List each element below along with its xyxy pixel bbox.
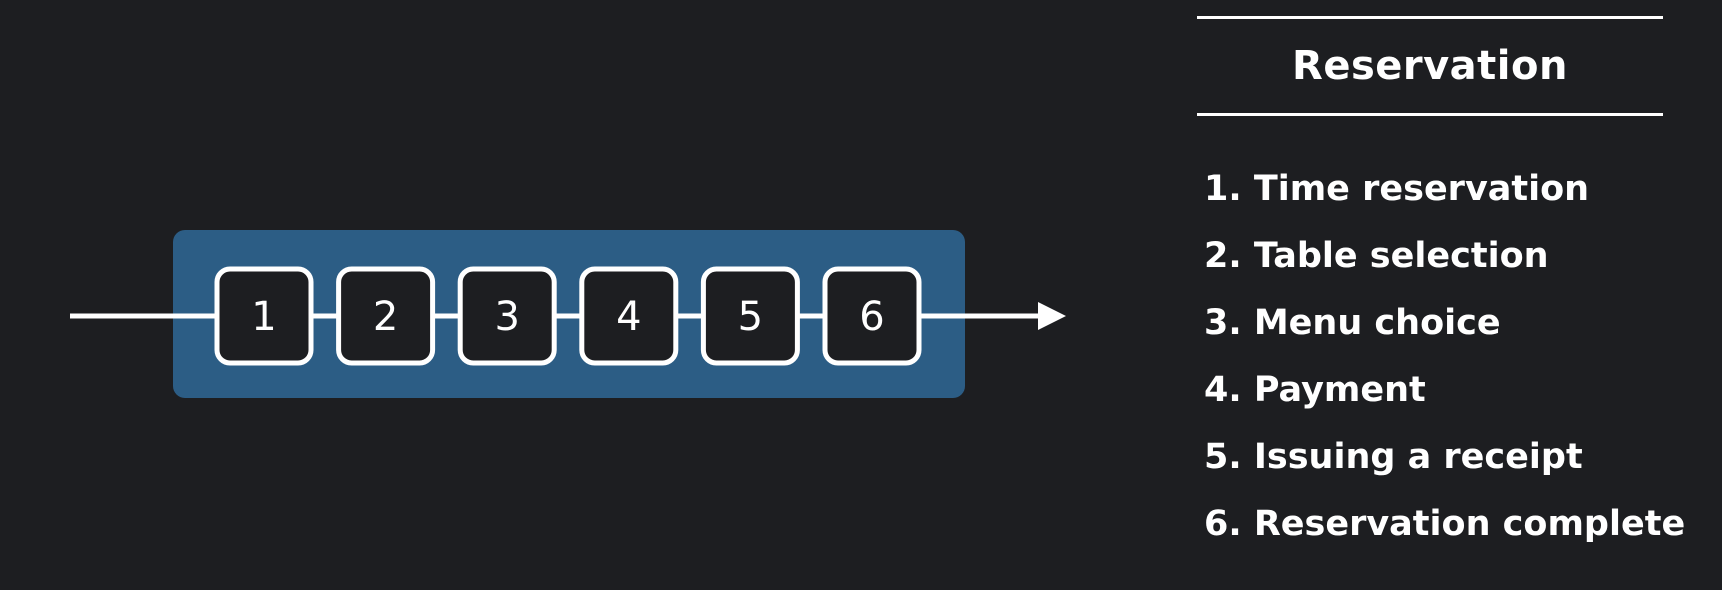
step-box-5: [700, 266, 800, 366]
step-number-2: 2: [373, 294, 398, 340]
step-box-3: [457, 266, 557, 366]
legend-item-number: 6.: [1204, 504, 1242, 544]
step-number-4: 4: [616, 294, 641, 340]
legend-item-5: 5. Issuing a receipt: [1204, 424, 1663, 491]
legend-item-label: Payment: [1253, 370, 1426, 410]
legend-item-2: 2. Table selection: [1204, 223, 1663, 290]
legend-bottom-rule: [1197, 113, 1663, 116]
legend-top-rule: [1197, 16, 1663, 19]
legend-item-3: 3. Menu choice: [1204, 290, 1663, 357]
legend-item-6: 6. Reservation complete: [1204, 491, 1685, 558]
legend-item-number: 2.: [1204, 236, 1242, 276]
step-box-1: [214, 266, 314, 366]
step-box-2: [336, 266, 436, 366]
step-box-6: [822, 266, 922, 366]
legend-item-number: 3.: [1204, 303, 1242, 343]
legend-title: Reservation: [1292, 43, 1568, 89]
legend-item-label: Table selection: [1253, 236, 1549, 276]
step-number-3: 3: [494, 294, 519, 340]
legend-item-label: Menu choice: [1253, 303, 1501, 343]
step-number-1: 1: [251, 294, 276, 340]
step-number-6: 6: [859, 294, 884, 340]
step-number-5: 5: [738, 294, 763, 340]
legend-item-4: 4. Payment: [1204, 357, 1663, 424]
legend-panel: Reservation 1. Time reservation 2. Table…: [1197, 16, 1685, 558]
step-box-4: [579, 266, 679, 366]
legend-item-label: Reservation complete: [1253, 504, 1686, 544]
legend-item-label: Issuing a receipt: [1253, 437, 1583, 477]
legend-item-label: Time reservation: [1253, 169, 1590, 209]
arrow-head-icon: [1038, 302, 1066, 330]
legend-list: 1. Time reservation 2. Table selection 3…: [1204, 156, 1685, 558]
legend-item-number: 5.: [1204, 437, 1242, 477]
legend-item-number: 4.: [1204, 370, 1242, 410]
steps-group: 1 2 3 4 5 6: [214, 266, 922, 366]
legend-item-number: 1.: [1204, 169, 1242, 209]
legend-item-1: 1. Time reservation: [1204, 156, 1663, 223]
